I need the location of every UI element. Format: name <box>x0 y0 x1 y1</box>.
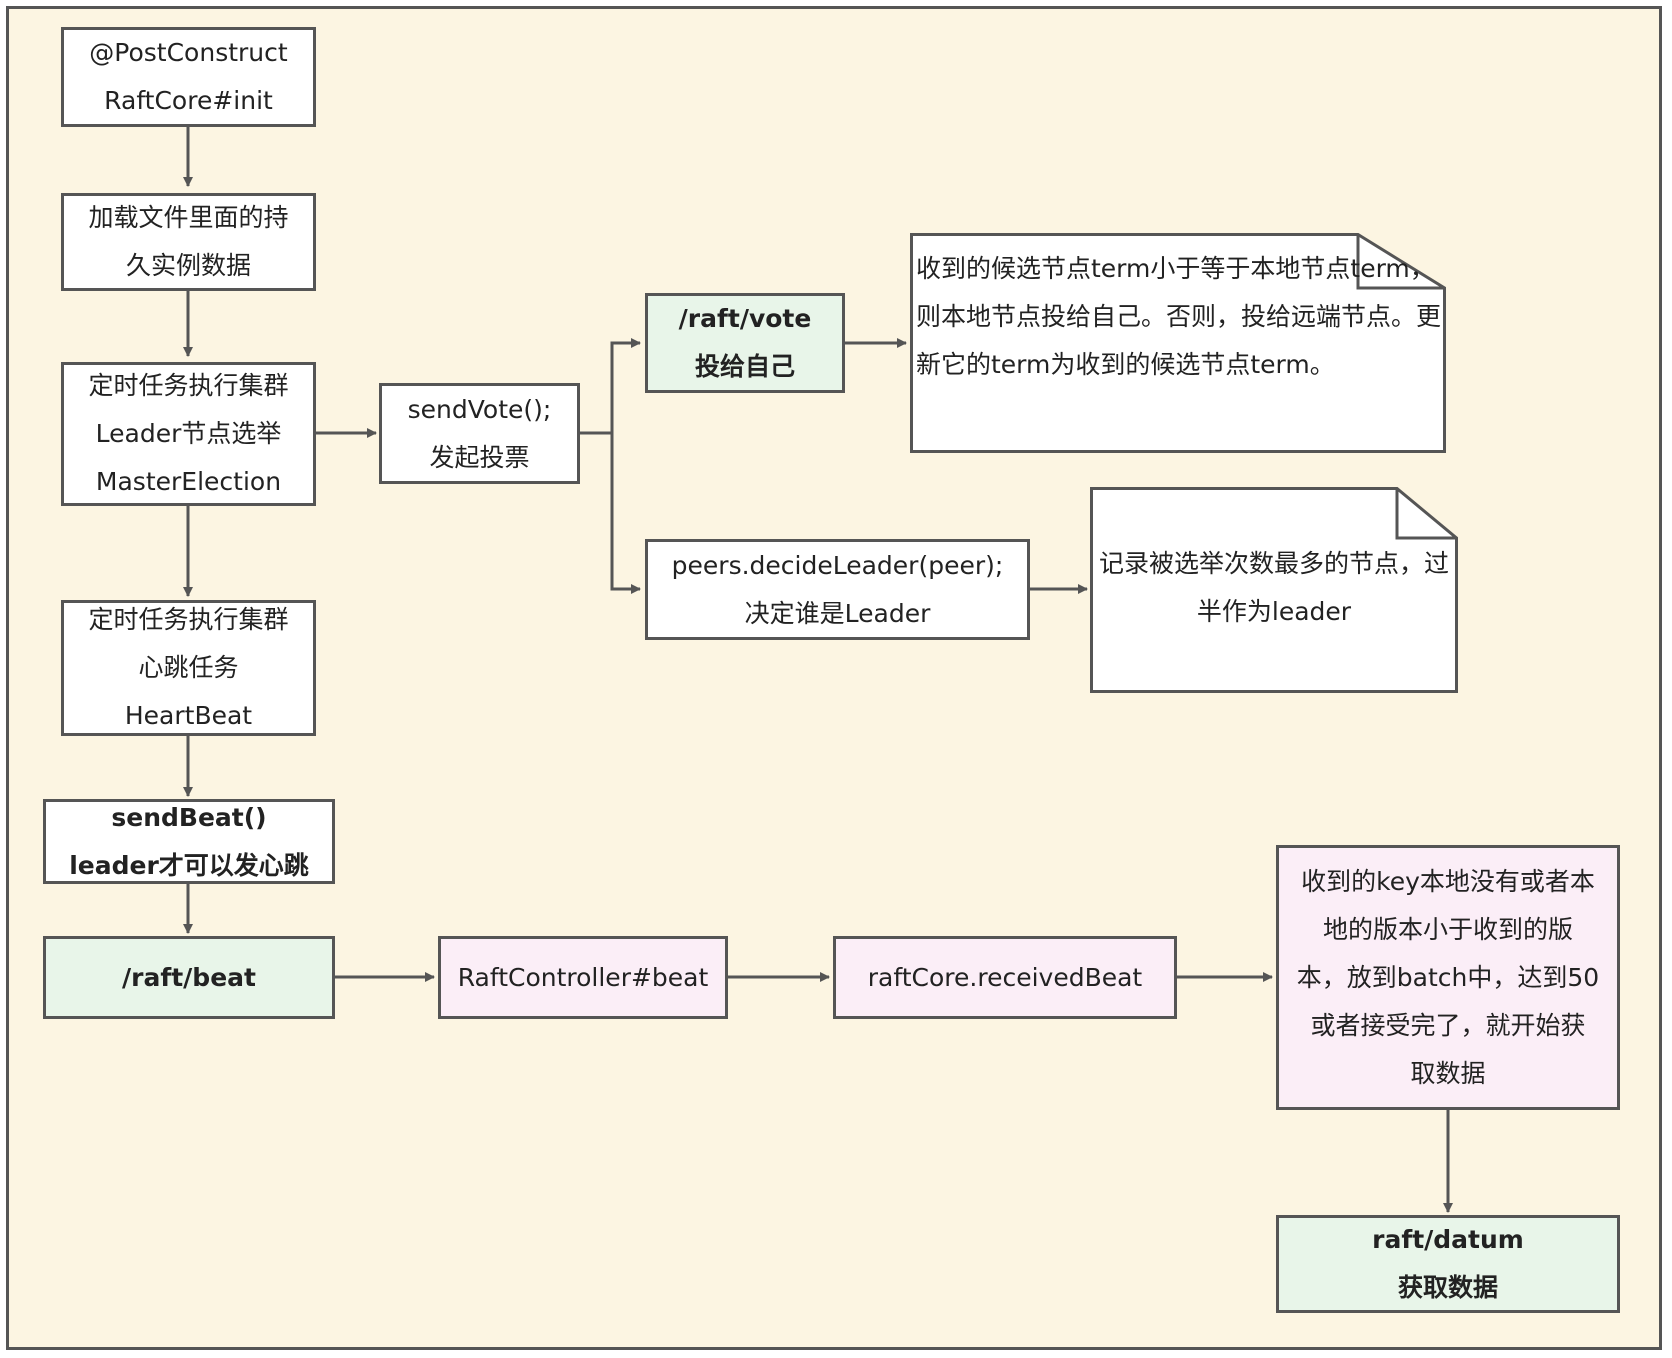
text-line: 否则，投给远端节点。 <box>1166 302 1417 331</box>
text-line: RaftController#beat <box>457 962 709 992</box>
text-line: /raft/vote <box>678 304 812 333</box>
text-line: 或者接受完了，就开始获 <box>1310 1010 1586 1040</box>
edge-sendvote-to-vote <box>580 338 641 435</box>
text-line: 更新它的term为收到的候选节点term。 <box>916 302 1442 379</box>
text-line: 取数据 <box>1410 1058 1486 1088</box>
text-line: 地的版本小于收到的版 <box>1322 914 1573 944</box>
text-line: 心跳任务 <box>138 653 239 682</box>
text-line: term，则本地节点投给自己。 <box>916 254 1435 331</box>
text-line: 记录被选举次数最多的节 <box>1098 549 1374 578</box>
text-line: RaftCore#init <box>104 86 273 115</box>
text-line: HeartBeat <box>124 701 253 730</box>
load-persistent-data-node: 加载文件里面的持久实例数据 <box>61 193 316 291</box>
text-line: sendBeat() <box>111 802 267 832</box>
heartbeat-task-node: 定时任务执行集群心跳任务 HeartBeat <box>61 600 316 736</box>
master-election-node: 定时任务执行集群 Leader节点选举 MasterElection <box>61 362 316 506</box>
text-line: 收到的key本地没有或者本 <box>1301 866 1595 896</box>
text-line: MasterElection <box>95 467 282 496</box>
text-line: raft/datum <box>1372 1225 1524 1254</box>
leader-rule-note: 记录被选举次数最多的节点，过半作为leader <box>1090 487 1458 693</box>
text-line: 发起投票 <box>429 442 530 472</box>
text-line: /raft/beat <box>122 962 256 992</box>
text-line: 获取数据 <box>1397 1273 1498 1302</box>
text-line: 投给自己 <box>694 352 795 381</box>
batch-condition-node: 收到的key本地没有或者本地的版本小于收到的版本，放到batch中，达到50 或者… <box>1276 845 1620 1110</box>
text-line: @PostConstruct <box>89 38 288 67</box>
text-line: 决定谁是Leader <box>744 598 931 628</box>
send-vote-node: sendVote(); 发起投票 <box>379 383 580 484</box>
vote-rule-note: 收到的候选节点term小于等于本地节点term，则本地节点投给自己。否则，投给远… <box>910 233 1446 453</box>
text-line: leader才可以发心跳 <box>69 850 309 880</box>
text-line: sendVote(); <box>407 394 552 424</box>
raft-datum-node: raft/datum 获取数据 <box>1276 1215 1620 1313</box>
raft-controller-beat-node: RaftController#beat <box>438 936 728 1019</box>
text-line: raftCore.receivedBeat <box>867 962 1143 992</box>
text-line: 定时任务执行集群 <box>88 605 289 634</box>
raft-beat-node: /raft/beat <box>43 936 335 1019</box>
leader-rule-text: 记录被选举次数最多的节点，过半作为leader <box>1090 540 1458 636</box>
text-line: peers.decideLeader(peer); <box>671 550 1004 580</box>
text-line: 本，放到batch中，达到50 <box>1296 962 1600 992</box>
received-beat-node: raftCore.receivedBeat <box>833 936 1177 1019</box>
decide-leader-node: peers.decideLeader(peer); 决定谁是Leader <box>645 539 1030 640</box>
text-line: 定时任务执行集群 <box>88 371 289 400</box>
send-beat-node: sendBeat() leader才可以发心跳 <box>43 799 335 884</box>
vote-rule-text: 收到的候选节点term小于等于本地节点term，则本地节点投给自己。否则，投给远… <box>916 245 1446 389</box>
edge-sendvote-to-decide <box>610 433 641 594</box>
text-line: 久实例数据 <box>125 251 251 280</box>
note-shape <box>910 233 1446 453</box>
text-line: Leader节点选举 <box>95 419 282 448</box>
text-line: 点，过半作为leader <box>1196 549 1450 626</box>
text-line: 加载文件里面的持 <box>88 203 289 232</box>
raft-vote-node: /raft/vote 投给自己 <box>645 293 845 393</box>
text-line: 收到的候选节点term小于等于本地节点 <box>916 254 1351 283</box>
note-shape <box>1090 487 1458 693</box>
